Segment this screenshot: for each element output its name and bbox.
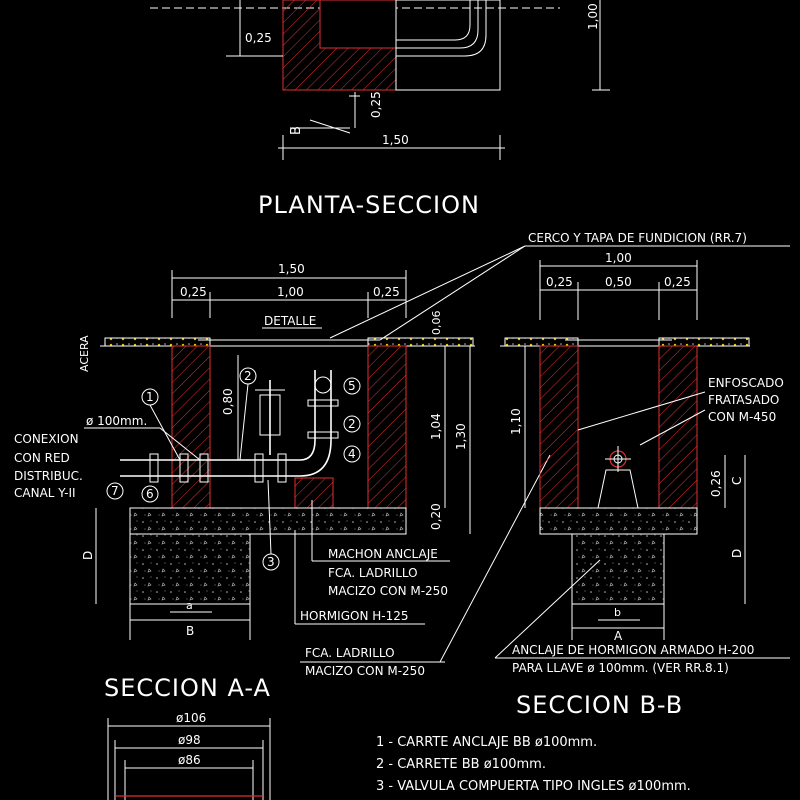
detail-d106: ø106 [176,711,206,725]
svg-text:1: 1 [146,390,154,404]
aa-detalle: DETALLE [264,314,316,328]
bb-dim-026: 0,26 [709,470,723,497]
aa-title: SECCION A-A [104,674,271,702]
bb-enfoscado-2: FRATASADO [708,393,779,407]
bb-anclaje-1: ANCLAJE DE HORMIGON ARMADO H-200 [512,643,754,657]
bb-dim-025-l: 0,25 [546,275,573,289]
aa-dim-104: 1,04 [429,413,443,440]
svg-text:4: 4 [348,447,356,461]
aa-acera: ACERA [78,335,91,372]
plan-dim-100: 1,00 [586,3,600,30]
detail-d86: ø86 [178,753,201,767]
aa-dim-100: 1,00 [277,285,304,299]
legend: 1 - CARRTE ANCLAJE BB ø100mm. 2 - CARRET… [376,735,691,794]
aa-dim-130: 1,30 [454,423,468,450]
plan-title: PLANTA-SECCION [258,191,480,219]
aa-dim-B: B [186,624,194,638]
bb-title: SECCION B-B [516,691,683,719]
aa-marker-7: 7 [106,482,124,500]
aa-ladrillo-2: MACIZO CON M-250 [305,664,425,678]
section-aa: 1,50 0,25 1,00 0,25 DETALLE 0,06 ACERA 0… [14,262,551,702]
aa-conexion-2: CON RED [14,451,70,465]
aa-machon-3: MACIZO CON M-250 [328,584,448,598]
aa-conexion-1: CONEXION [14,432,79,446]
plan-view: 0,25 1,00 0,25 B 1,50 PLANTA-SECCION [150,0,610,219]
aa-marker-2b: 2 [343,415,361,433]
bb-dim-050: 0,50 [605,275,632,289]
aa-dim-D: D [81,551,95,560]
bb-dim-C: C [730,477,744,485]
aa-dim-080: 0,80 [221,388,235,415]
aa-hormigon: HORMIGON H-125 [300,609,409,623]
bb-dim-A: A [614,629,623,643]
bb-enfoscado-1: ENFOSCADO [708,376,784,390]
plan-cut-b: B [289,126,304,135]
aa-dim-006: 0,06 [430,311,443,336]
aa-marker-3: 3 [262,553,280,571]
detail-rings: ø106 ø98 ø86 [107,711,271,800]
svg-text:7: 7 [111,484,119,498]
aa-marker-5: 5 [343,377,361,395]
aa-conexion-4: CANAL Y-II [14,486,76,500]
bb-dim-D: D [730,549,744,558]
aa-dim-150: 1,50 [278,262,305,276]
detail-d98: ø98 [178,733,201,747]
aa-conexion-3: DISTRIBUC. [14,469,83,483]
aa-dim-025-l: 0,25 [180,285,207,299]
aa-dim-a: a [186,599,193,612]
bb-dim-025-r: 0,25 [664,275,691,289]
aa-marker-2a: 2 [239,367,257,385]
svg-text:5: 5 [348,379,356,393]
aa-dim-025-r: 0,25 [373,285,400,299]
bb-dim-100: 1,00 [605,251,632,265]
svg-text:2: 2 [244,369,252,383]
section-bb: 1,00 0,25 0,50 0,25 1,10 0,26 C D ENFOSC… [494,251,790,719]
aa-marker-6: 6 [141,485,159,503]
bb-dim-110: 1,10 [509,408,523,435]
legend-item-3: 3 - VALVULA COMPUERTA TIPO INGLES ø100mm… [376,779,691,794]
aa-marker-1: 1 [141,388,159,406]
legend-item-1: 1 - CARRTE ANCLAJE BB ø100mm. [376,735,597,750]
aa-dim-020: 0,20 [429,503,443,530]
svg-text:3: 3 [267,555,275,569]
bb-enfoscado-3: CON M-450 [708,410,776,424]
aa-marker-4: 4 [343,445,361,463]
svg-text:2: 2 [348,417,356,431]
aa-ladrillo-1: FCA. LADRILLO [305,646,395,660]
aa-pipe-label: ø 100mm. [86,414,147,428]
bb-dim-b: b [614,606,621,619]
plan-dim-025-a: 0,25 [245,31,272,45]
legend-item-2: 2 - CARRETE BB ø100mm. [376,757,546,772]
callout-cerco: CERCO Y TAPA DE FUNDICION (RR.7) [528,231,747,245]
aa-machon-1: MACHON ANCLAJE [328,547,438,561]
bb-anclaje-2: PARA LLAVE ø 100mm. (VER RR.8.1) [512,661,729,675]
plan-dim-150: 1,50 [382,133,409,147]
svg-text:6: 6 [146,487,154,501]
aa-machon-2: FCA. LADRILLO [328,566,418,580]
plan-dim-025-b: 0,25 [369,91,383,118]
